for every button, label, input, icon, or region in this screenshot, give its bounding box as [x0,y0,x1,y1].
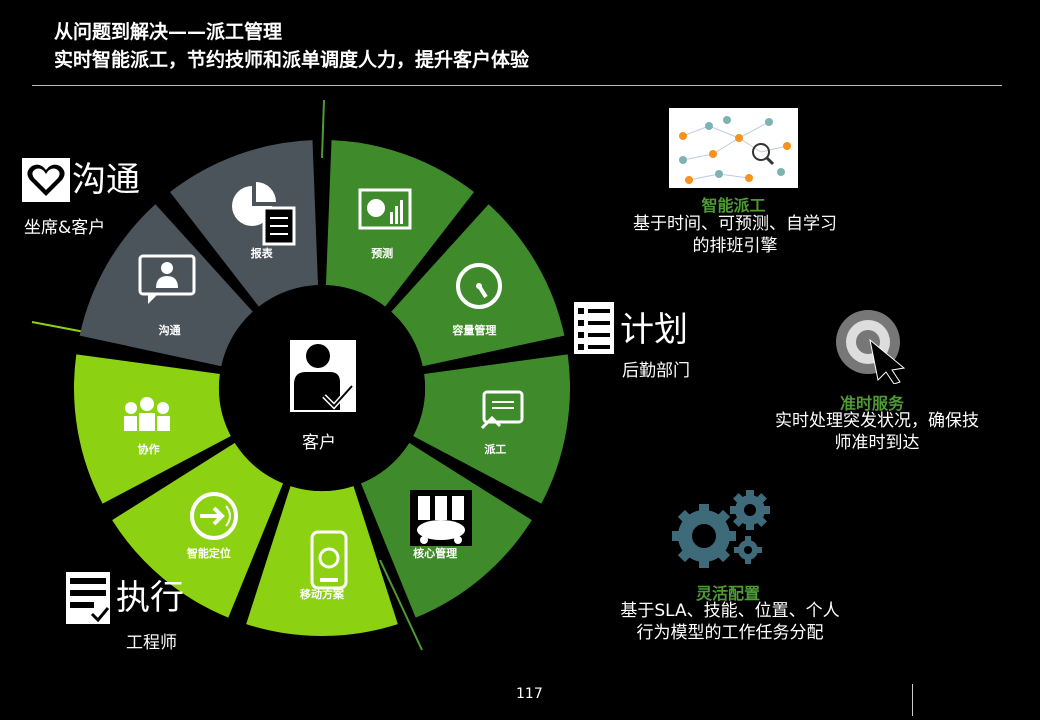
wheel-segment-label: 预测 [342,245,422,261]
group-plan-subtitle: 后勤部门 [622,356,690,381]
dispatch-tablet-icon [480,390,526,434]
group-communicate-title: 沟通 [72,160,140,200]
wheel-segment-label: 派工 [455,441,535,457]
feature-on-time-desc: 实时处理突发状况，确保技 师准时到达 [752,410,1002,454]
feature-flexible-desc: 基于SLA、技能、位置、个人 行为模型的工作任务分配 [590,600,870,644]
wheel-segment-label: 核心管理 [395,545,475,561]
customer-icon [290,340,356,416]
feature-on-time-desc-line-1: 实时处理突发状况，确保技 [752,410,1002,432]
group-execute-subtitle: 工程师 [126,628,177,653]
footer-divider [912,684,913,716]
group-execute-title: 执行 [116,578,184,618]
wheel-segment-label: 报表 [222,245,302,261]
wheel-center-label: 客户 [302,428,336,453]
heart-icon [22,158,70,206]
feature-smart-dispatch-desc-line-1: 基于时间、可预测、自学习 [600,213,870,235]
wheel-segment-label: 移动方案 [282,586,362,602]
forecast-icon [358,188,412,236]
feature-flexible-desc-line-1: 基于SLA、技能、位置、个人 [590,600,870,622]
wheel-segment-label: 协作 [109,441,189,457]
wheel-segment-label: 智能定位 [169,545,249,561]
wheel-segment-label: 沟通 [130,322,210,338]
feature-smart-dispatch-desc: 基于时间、可预测、自学习 的排班引擎 [600,213,870,257]
task-list-icon [66,572,110,628]
wheel-segment-label: 容量管理 [434,322,514,338]
group-communicate-subtitle: 坐席&客户 [24,213,105,238]
network-search-icon [669,108,798,192]
feature-flexible-desc-line-2: 行为模型的工作任务分配 [590,622,870,644]
group-plan-title: 计划 [620,310,688,350]
chat-bubble-icon [138,254,196,310]
checklist-icon [574,302,614,358]
gears-icon [668,486,778,580]
location-arrow-icon [188,490,240,546]
divider-top [322,100,324,158]
mobile-phone-icon [310,530,348,594]
feature-smart-dispatch-desc-line-2: 的排班引擎 [600,235,870,257]
report-pie-icon [228,182,298,250]
page-number: 117 [516,686,543,702]
core-management-icon [410,490,472,550]
target-cursor-icon [834,306,910,388]
collaboration-icon [120,396,174,436]
gauge-icon [455,262,503,314]
feature-on-time-desc-line-2: 师准时到达 [752,432,1002,454]
